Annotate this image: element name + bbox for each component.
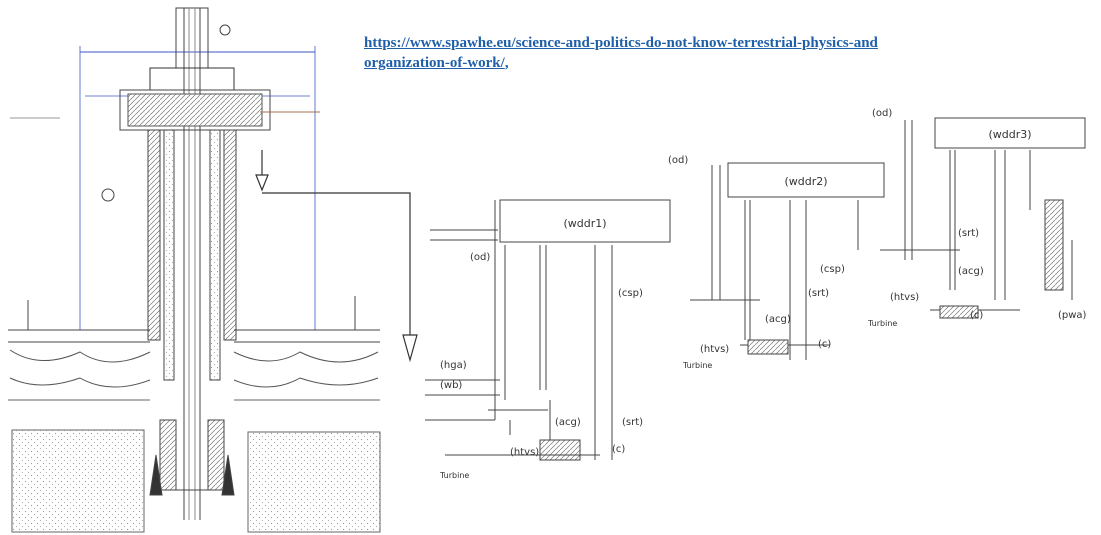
svg-text:(csp): (csp) [820, 264, 845, 275]
svg-text:Turbine: Turbine [439, 471, 469, 480]
svg-text:(htvs): (htvs) [890, 292, 919, 303]
svg-text:(acg): (acg) [958, 266, 984, 277]
svg-text:(c): (c) [818, 339, 831, 350]
svg-text:(hga): (hga) [440, 360, 467, 371]
svg-text:(od): (od) [470, 252, 490, 263]
flow-arrow [255, 150, 418, 363]
well-cross-section [8, 7, 381, 533]
wddr-unit-1: (wddr1) (od) (hga) (wb) (csp) (acg) (srt… [425, 199, 671, 480]
reference-link-line2[interactable]: organization-of-work/ [364, 55, 505, 71]
svg-text:(srt): (srt) [622, 417, 643, 428]
reference-link-line1[interactable]: https://www.spawhe.eu/science-and-politi… [364, 35, 878, 51]
reference-link-trailing: , [504, 55, 509, 71]
unit-3-label: (wddr3) [988, 128, 1031, 141]
svg-text:(htvs): (htvs) [510, 447, 539, 458]
svg-text:Turbine: Turbine [867, 319, 897, 328]
reference-link[interactable]: https://www.spawhe.eu/science-and-politi… [364, 33, 1099, 73]
svg-text:(wb): (wb) [440, 380, 462, 391]
svg-text:(c): (c) [970, 310, 983, 321]
unit-1-label: (wddr1) [563, 217, 606, 230]
svg-text:(acg): (acg) [765, 314, 791, 325]
wddr-unit-3: (wddr3) (od) (srt) (acg) (htvs) (c) (pwa… [867, 108, 1087, 328]
svg-text:(pwa): (pwa) [1058, 310, 1087, 321]
svg-text:(c): (c) [612, 444, 625, 455]
wddr-unit-2: (wddr2) (od) (csp) (acg) (srt) (htvs) (c… [668, 155, 885, 370]
svg-text:Turbine: Turbine [682, 361, 712, 370]
svg-text:(csp): (csp) [618, 288, 643, 299]
svg-text:(acg): (acg) [555, 417, 581, 428]
svg-text:(od): (od) [872, 108, 892, 119]
svg-text:(srt): (srt) [958, 228, 979, 239]
unit-2-label: (wddr2) [784, 175, 827, 188]
svg-text:(htvs): (htvs) [700, 344, 729, 355]
svg-text:(srt): (srt) [808, 288, 829, 299]
svg-text:(od): (od) [668, 155, 688, 166]
